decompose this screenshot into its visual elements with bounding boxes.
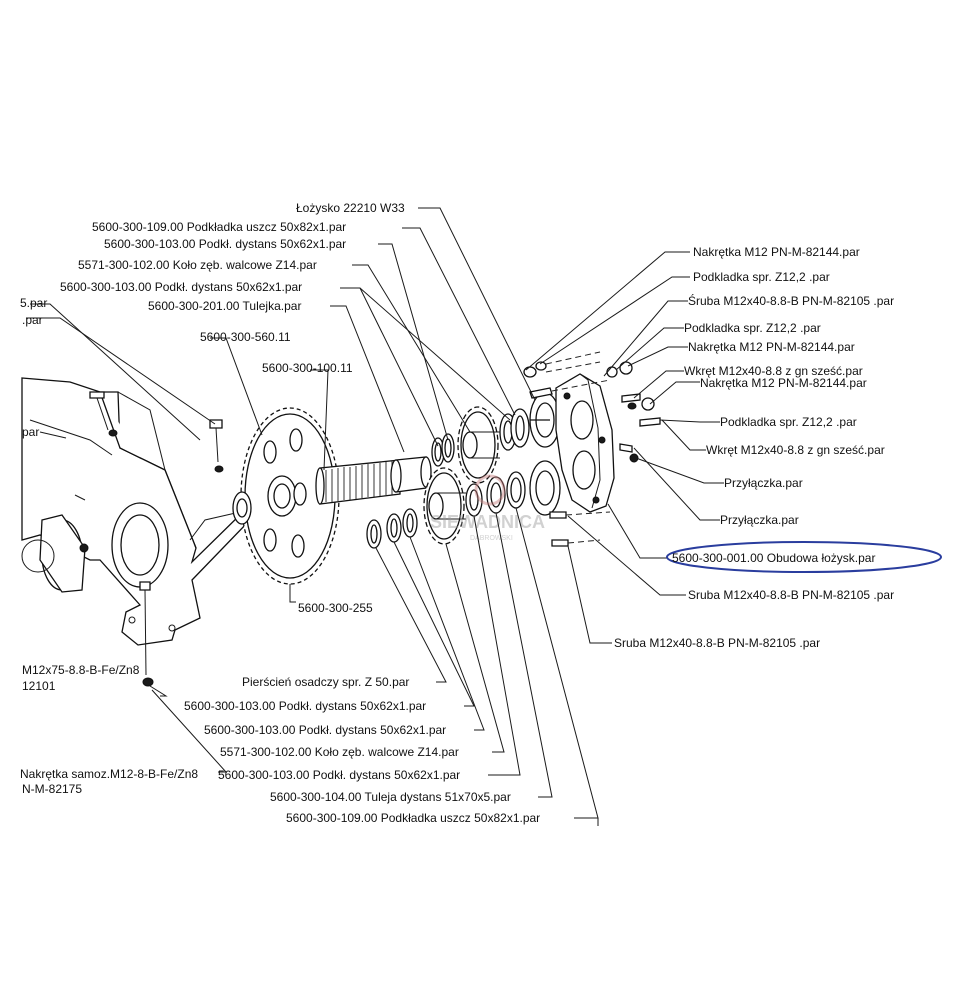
label-podkl-spr-2: Podkladka spr. Z12,2 .par (684, 321, 821, 335)
label-pierscien: Pierścień osadczy spr. Z 50.par (242, 675, 409, 689)
label-podkladka-uszcz-top: 5600-300-109.00 Podkładka uszcz 50x82x1.… (92, 220, 346, 234)
label-b-tuleja: 5600-300-104.00 Tuleja dystans 51x70x5.p… (270, 790, 511, 804)
watermark-logo: SIEWADNICA DĄBROWSKI (430, 474, 545, 542)
label-b-podkl-2: 5600-300-103.00 Podkł. dystans 50x62x1.p… (204, 723, 446, 737)
label-b-kolo: 5571-300-102.00 Koło zęb. walcowe Z14.pa… (220, 745, 459, 759)
label-podkl-spr-3: Podkladka spr. Z12,2 .par (720, 415, 857, 429)
labels-top: Łożysko 22210 W33 5600-300-109.00 Podkła… (60, 201, 405, 615)
label-left-pnm: N-M-82175 (22, 782, 82, 796)
label-nakretka-1: Nakrętka M12 PN-M-82144.par (693, 245, 860, 259)
watermark-text: SIEWADNICA (430, 512, 545, 532)
bearing-housing (555, 373, 615, 513)
label-podkl-dystans-1: 5600-300-103.00 Podkł. dystans 50x62x1.p… (104, 237, 346, 251)
label-obudowa: 5600-300-001.00 Obudowa łożysk.par (672, 551, 875, 565)
label-tulejka: 5600-300-201.00 Tulejka.par (148, 299, 301, 313)
label-left-par-2: .par (22, 313, 43, 327)
label-b-podkl-uszcz: 5600-300-109.00 Podkładka uszcz 50x82x1.… (286, 811, 540, 825)
leader-lines (26, 207, 724, 826)
labels-left: 5.par .par par M12x75-8.8-B-Fe/Zn8 12101… (20, 296, 198, 796)
label-lozysko: Łożysko 22210 W33 (296, 201, 405, 215)
bearings (529, 392, 561, 516)
label-left-m12x75: M12x75-8.8-B-Fe/Zn8 (22, 663, 140, 677)
sprocket-wheel (232, 407, 340, 585)
gear-upper (457, 406, 500, 484)
label-left-par-1: 5.par (20, 296, 47, 310)
label-sruba-3: Sruba M12x40-8.8-B PN-M-82105 .par (614, 636, 820, 650)
label-przylaczka-2: Przyłączka.par (720, 513, 799, 527)
sleeve (390, 456, 432, 493)
watermark-subtext: DĄBROWSKI (470, 535, 513, 542)
label-sruba-1: Śruba M12x40-8.8-B PN-M-82105 .par (688, 293, 894, 308)
label-left-nakretka: Nakrętka samoz.M12-8-B-Fe/Zn8 (20, 767, 198, 781)
label-b-podkl-1: 5600-300-103.00 Podkł. dystans 50x62x1.p… (184, 699, 426, 713)
label-wkret-2: Wkręt M12x40-8.8 z gn sześć.par (706, 443, 885, 457)
label-sruba-2: Sruba M12x40-8.8-B PN-M-82105 .par (688, 588, 894, 602)
label-podkl-spr-1: Podkladka spr. Z12,2 .par (693, 270, 830, 284)
left-bolts (74, 391, 224, 687)
gear-lower (423, 467, 466, 545)
label-nakretka-2: Nakrętka M12 PN-M-82144.par (688, 340, 855, 354)
label-part-560: 5600-300-560.11 (200, 330, 291, 344)
label-podkl-dystans-2: 5600-300-103.00 Podkł. dystans 50x62x1.p… (60, 280, 302, 294)
washers-top (431, 408, 530, 467)
label-part-255: 5600-300-255 (298, 601, 373, 615)
label-b-podkl-3: 5600-300-103.00 Podkł. dystans 50x62x1.p… (218, 768, 460, 782)
label-przylaczka-1: Przyłączka.par (724, 476, 803, 490)
label-nakretka-3: Nakrętka M12 PN-M-82144.par (700, 376, 867, 390)
highlight-circle (666, 541, 942, 573)
housing-fasteners (523, 351, 661, 547)
label-kolo-top: 5571-300-102.00 Koło zęb. walcowe Z14.pa… (78, 258, 317, 272)
labels-right: Nakrętka M12 PN-M-82144.par Podkladka sp… (614, 245, 894, 650)
label-left-2101: 12101 (22, 679, 56, 693)
splined-shaft (315, 459, 401, 505)
label-wkret-1: Wkręt M12x40-8.8 z gn sześć.par (684, 364, 863, 378)
label-left-par-3: par (22, 425, 39, 439)
label-part-100: 5600-300-100.11 (262, 361, 353, 375)
labels-bottom: Pierścień osadczy spr. Z 50.par 5600-300… (184, 675, 540, 825)
